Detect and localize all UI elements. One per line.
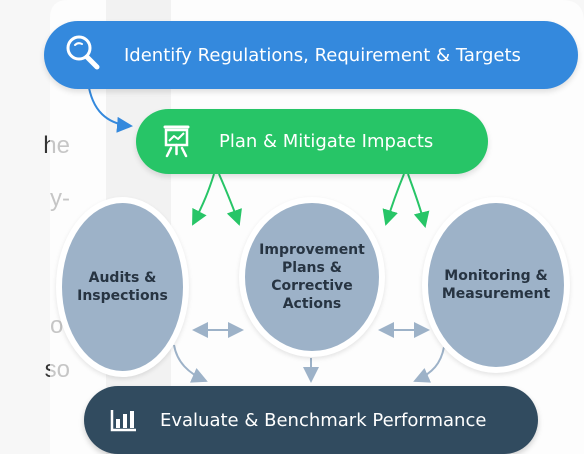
improvement-plans-circle: Improvement Plans & Corrective Actions bbox=[239, 197, 385, 357]
evaluate-benchmark-label: Evaluate & Benchmark Performance bbox=[160, 409, 487, 431]
audits-inspections-label: Audits & Inspections bbox=[77, 270, 168, 304]
arrow-plan-to-left-circle-2 bbox=[218, 173, 242, 226]
arrow-plan-to-right-circle-1 bbox=[382, 173, 405, 226]
arrow-plan-to-left-circle-1 bbox=[192, 173, 215, 226]
identify-regulations-step: Identify Regulations, Requirement & Targ… bbox=[44, 21, 578, 89]
monitoring-measurement-circle: Monitoring & Measurement bbox=[422, 197, 570, 373]
plan-mitigate-step: Plan & Mitigate Impacts bbox=[136, 109, 488, 174]
identify-regulations-label: Identify Regulations, Requirement & Targ… bbox=[124, 44, 521, 66]
audits-inspections-circle: Audits & Inspections bbox=[56, 197, 189, 377]
monitoring-measurement-label: Monitoring & Measurement bbox=[441, 268, 551, 302]
arrow-left-to-bottom bbox=[173, 344, 208, 383]
arrow-right-to-bottom bbox=[413, 346, 445, 383]
bar-chart-icon bbox=[110, 410, 136, 432]
plan-mitigate-label: Plan & Mitigate Impacts bbox=[219, 131, 434, 152]
presentation-chart-icon bbox=[163, 125, 190, 158]
evaluate-benchmark-step: Evaluate & Benchmark Performance bbox=[84, 386, 538, 454]
arrow-plan-to-right-circle-2 bbox=[407, 173, 430, 228]
arrow-top-to-plan bbox=[87, 81, 133, 133]
improvement-plans-label: Improvement Plans & Corrective Actions bbox=[259, 242, 365, 312]
search-icon bbox=[66, 35, 100, 70]
